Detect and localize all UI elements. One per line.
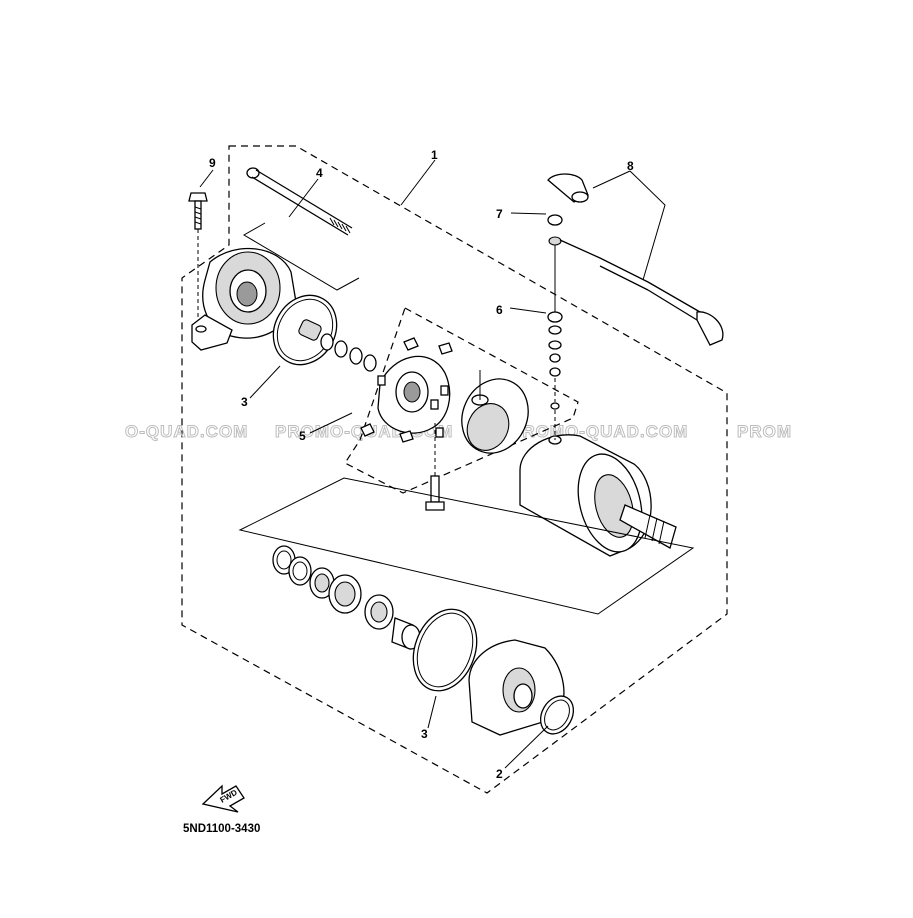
commutator-ring xyxy=(461,370,529,454)
through-bolt-outline xyxy=(243,222,360,291)
washer-stack xyxy=(298,319,377,372)
armature-box xyxy=(238,477,695,615)
callout-4: 4 xyxy=(316,166,323,180)
forward-arrow: FWD xyxy=(201,784,245,813)
brush-plate xyxy=(360,337,453,443)
flange-bolt xyxy=(188,192,208,322)
callout-2: 2 xyxy=(496,767,503,781)
diagram-code: 5ND1100-3430 xyxy=(183,823,260,835)
callout-3-upper: 3 xyxy=(241,395,248,409)
o-ring-lower xyxy=(412,608,478,692)
lead-wire xyxy=(547,173,724,346)
terminal-hardware xyxy=(547,214,563,440)
screw xyxy=(425,420,445,511)
callout-7: 7 xyxy=(496,207,503,221)
leader-lines xyxy=(199,159,666,769)
callout-5: 5 xyxy=(299,429,306,443)
callout-6: 6 xyxy=(496,303,503,317)
watermark-text: PROMO-QUAD.COM xyxy=(510,422,688,441)
bearing xyxy=(364,594,421,650)
callout-1: 1 xyxy=(431,148,438,162)
callout-3-lower: 3 xyxy=(421,727,428,741)
brush-assembly-boundary xyxy=(344,307,579,494)
o-ring-small xyxy=(539,695,575,735)
callout-9: 9 xyxy=(209,156,216,170)
watermark: O-QUAD.COM PROMO-QUAD.COM PROMO-QUAD.COM… xyxy=(125,422,792,442)
callout-8: 8 xyxy=(627,159,634,173)
watermark-text: O-QUAD.COM xyxy=(125,422,248,441)
watermark-text: PROM xyxy=(737,422,792,441)
assembly-boundary xyxy=(181,145,728,794)
through-bolt xyxy=(246,167,353,236)
front-cover xyxy=(468,639,565,736)
armature-yoke xyxy=(519,434,677,557)
shim-stack xyxy=(272,545,362,614)
